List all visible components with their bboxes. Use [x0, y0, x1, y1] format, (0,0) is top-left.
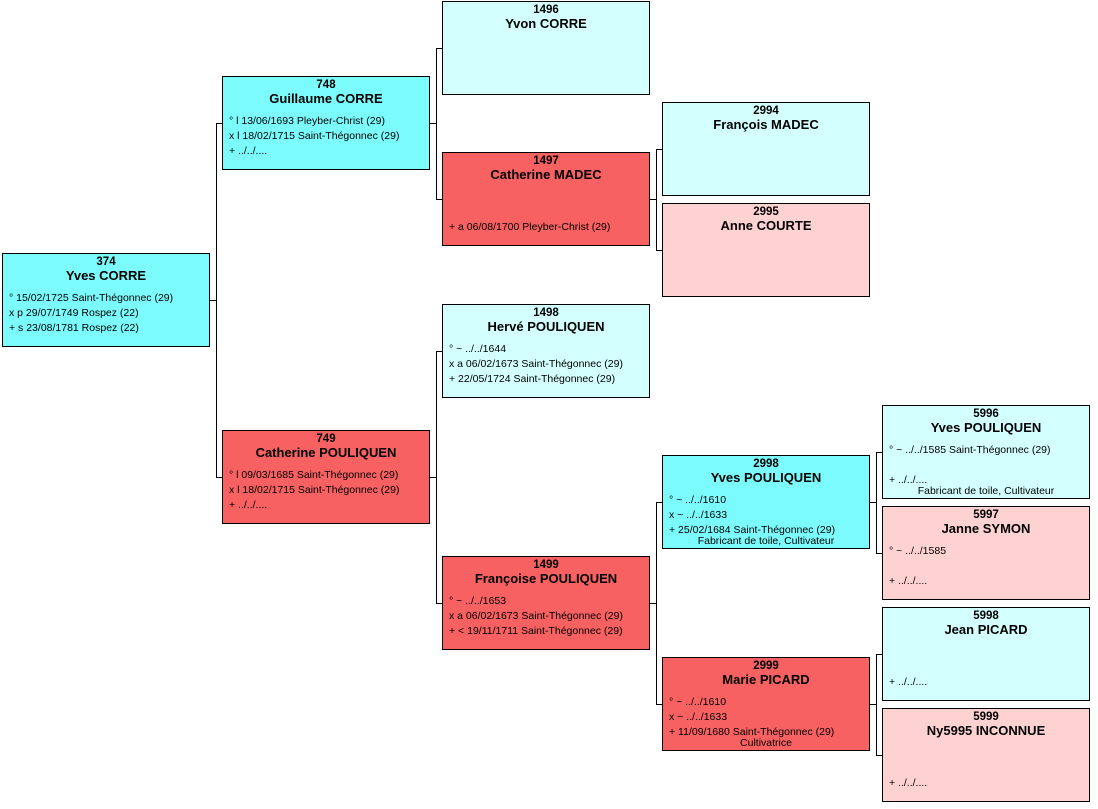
birth-line: ° ~ ../../1644 — [449, 343, 507, 355]
birth-line: ° l 09/03/1685 Saint-Thégonnec (29) — [229, 469, 399, 481]
sosa-number: 5998 — [973, 610, 999, 622]
sosa-number: 5997 — [973, 509, 999, 521]
person-name: Yvon CORRE — [505, 16, 587, 31]
death-line: + ../../.... — [889, 777, 928, 789]
marriage-line: x p 29/07/1749 Rospez (22) — [9, 307, 139, 319]
person-name: Ny5995 INCONNUE — [926, 723, 1046, 738]
sosa-number: 1499 — [533, 559, 559, 571]
person-name: Yves POULIQUEN — [710, 470, 822, 485]
person-name: François MADEC — [713, 117, 819, 132]
sosa-number: 749 — [316, 433, 336, 445]
birth-line: ° ~ ../../1585 Saint-Thégonnec (29) — [889, 444, 1051, 456]
birth-line: ° ~ ../../1610 — [669, 494, 727, 506]
birth-line: ° ~ ../../1585 — [889, 545, 947, 557]
death-line: + ../../.... — [889, 575, 928, 587]
person-name: Hervé POULIQUEN — [487, 319, 605, 334]
death-line: + ../../.... — [889, 676, 928, 688]
occupation: Cultivatrice — [740, 737, 792, 749]
sosa-number: 5999 — [973, 711, 999, 723]
sosa-number: 2994 — [753, 105, 779, 117]
death-line: + a 06/08/1700 Pleyber-Christ (29) — [449, 221, 611, 233]
marriage-line: x a 06/02/1673 Saint-Thégonnec (29) — [449, 610, 623, 622]
death-line: + 25/02/1684 Saint-Thégonnec (29) — [669, 524, 836, 536]
occupation: Fabricant de toile, Cultivateur — [697, 535, 835, 547]
sosa-number: 748 — [316, 79, 336, 91]
marriage-line: x l 18/02/1715 Saint-Thégonnec (29) — [229, 130, 400, 142]
death-line: + 22/05/1724 Saint-Thégonnec (29) — [449, 373, 616, 385]
death-line: + ../../.... — [229, 499, 268, 511]
sosa-number: 5996 — [973, 408, 999, 420]
marriage-line: x l 18/02/1715 Saint-Thégonnec (29) — [229, 484, 400, 496]
sosa-number: 2995 — [753, 206, 779, 218]
sosa-number: 1496 — [533, 4, 559, 16]
marriage-line: x a 06/02/1673 Saint-Thégonnec (29) — [449, 358, 623, 370]
birth-line: ° ~ ../../1653 — [449, 595, 507, 607]
birth-line: ° l 13/06/1693 Pleyber-Christ (29) — [229, 115, 385, 127]
person-name: Catherine POULIQUEN — [255, 445, 397, 460]
person-name: Catherine MADEC — [490, 167, 602, 182]
marriage-line: x ~ ../../1633 — [669, 509, 728, 521]
sosa-number: 2999 — [753, 660, 779, 672]
person-name: Guillaume CORRE — [269, 91, 383, 106]
death-line: + ../../.... — [889, 474, 928, 486]
person-name: Marie PICARD — [722, 672, 810, 687]
person-name: Janne SYMON — [941, 521, 1031, 536]
person-name: Anne COURTE — [720, 218, 812, 233]
marriage-line: x ~ ../../1633 — [669, 711, 728, 723]
person-name: Yves POULIQUEN — [930, 420, 1042, 435]
death-line: + s 23/08/1781 Rospez (22) — [9, 322, 139, 334]
person-name: Yves CORRE — [65, 268, 147, 283]
death-line: + < 19/11/1711 Saint-Thégonnec (29) — [449, 625, 623, 637]
death-line: + ../../.... — [229, 145, 268, 157]
sosa-number: 2998 — [753, 458, 779, 470]
sosa-number: 374 — [96, 256, 116, 268]
person-name: Jean PICARD — [944, 622, 1028, 637]
sosa-number: 1498 — [533, 307, 559, 319]
occupation: Fabricant de toile, Cultivateur — [917, 485, 1055, 497]
person-name: Françoise POULIQUEN — [474, 571, 618, 586]
sosa-number: 1497 — [533, 155, 559, 167]
birth-line: ° 15/02/1725 Saint-Thégonnec (29) — [9, 292, 174, 304]
death-line: + 11/09/1680 Saint-Thégonnec (29) — [669, 726, 835, 738]
birth-line: ° ~ ../../1610 — [669, 696, 727, 708]
